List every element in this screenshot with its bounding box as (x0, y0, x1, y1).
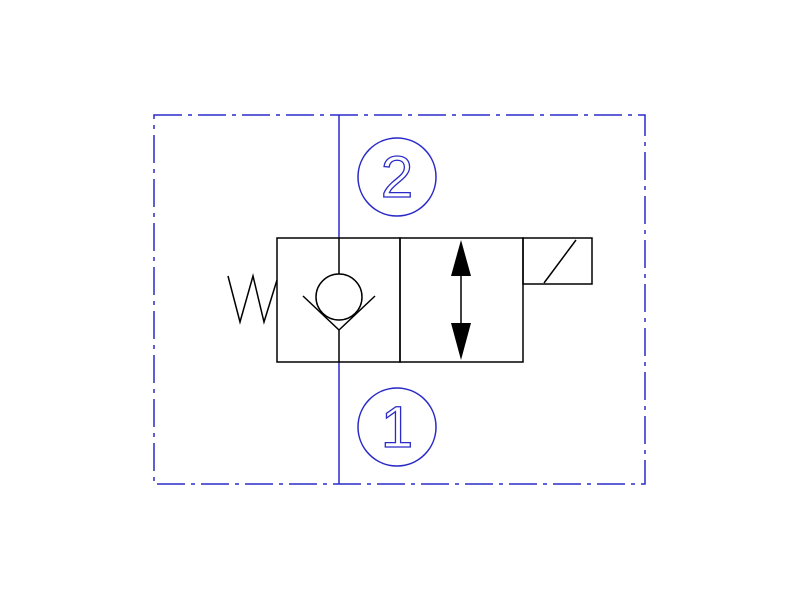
check-valve-icon (302, 238, 376, 362)
port-1-marker: 1 (357, 387, 437, 467)
spring-icon (227, 273, 278, 325)
port-2-marker: 2 (357, 137, 437, 217)
solenoid-icon (522, 237, 593, 285)
port-2-label: 2 (381, 145, 413, 210)
cartridge-envelope (153, 114, 646, 485)
port-1-label: 1 (381, 395, 413, 460)
valve-envelope-right (399, 237, 524, 363)
bidirectional-flow-arrow-icon (451, 240, 471, 360)
